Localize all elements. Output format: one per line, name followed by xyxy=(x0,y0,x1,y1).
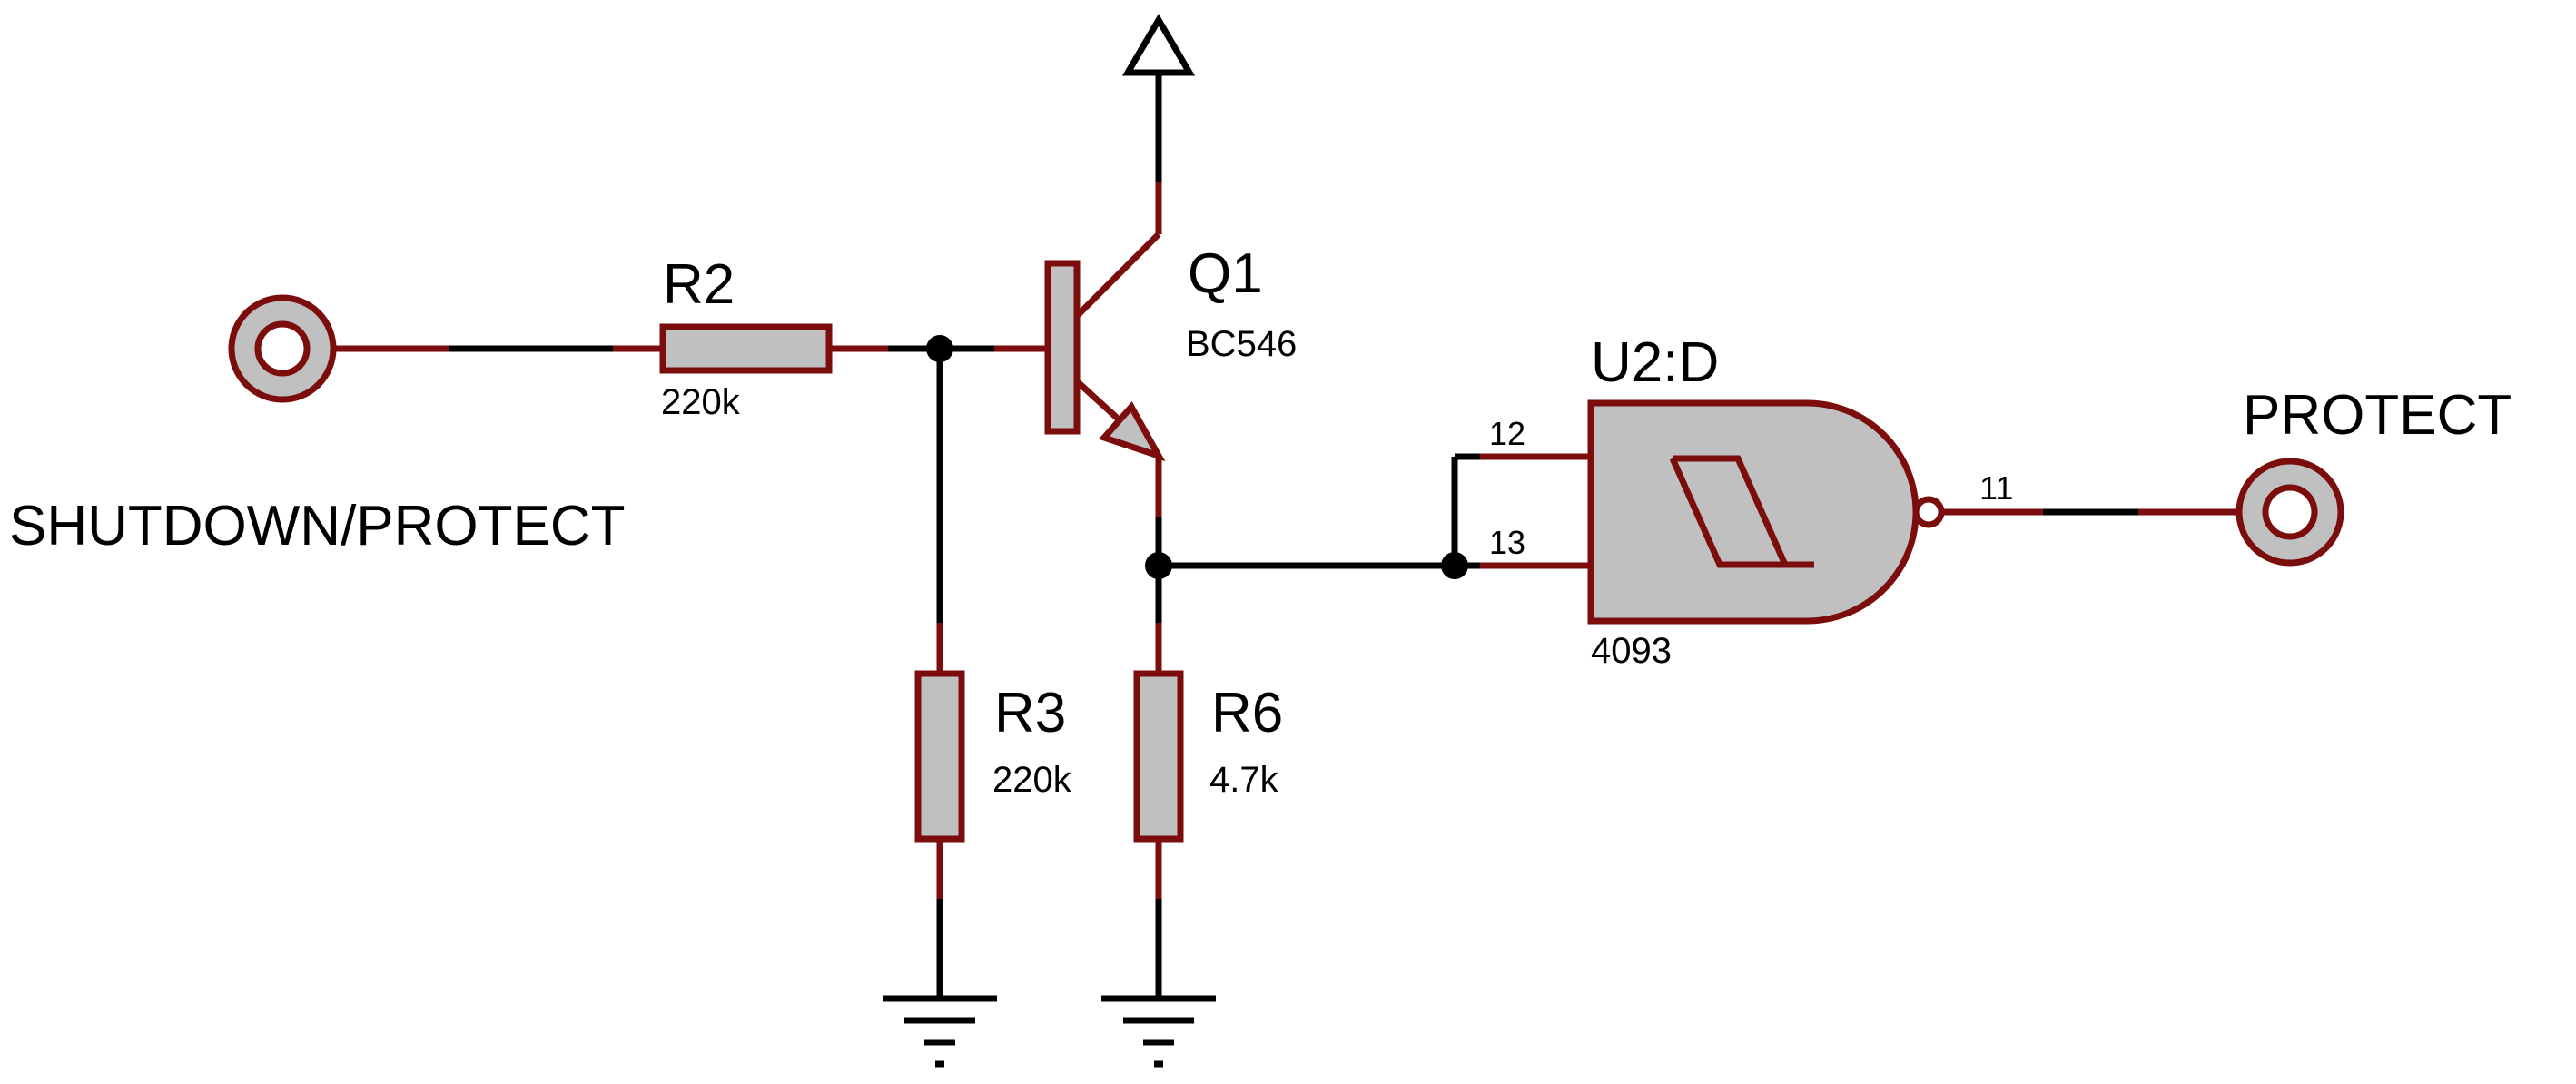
q1-base-bar xyxy=(1044,260,1081,435)
resistor-r2[interactable] xyxy=(613,323,888,374)
input-terminal[interactable] xyxy=(228,294,337,403)
terminal-inner-ring xyxy=(2262,484,2318,540)
r2-ref-label: R2 xyxy=(663,253,735,316)
u2d-part-label: 4093 xyxy=(1591,631,1672,671)
resistor-r6[interactable] xyxy=(1133,623,1184,899)
r3-value-label: 220k xyxy=(992,760,1072,800)
u2d-body xyxy=(1587,399,1920,625)
r2-body xyxy=(659,323,833,374)
ground-icon xyxy=(1101,995,1216,1068)
u2d-pin13-label: 13 xyxy=(1489,524,1525,561)
r6-value-label: 4.7k xyxy=(1209,760,1279,800)
output-terminal-label: PROTECT xyxy=(2243,384,2512,447)
u2d-pin12-label: 12 xyxy=(1489,415,1525,452)
q1-ref-label: Q1 xyxy=(1188,242,1263,305)
r3-body xyxy=(914,670,965,843)
nand-gate-u2d[interactable] xyxy=(1480,399,2043,625)
q1-collector-lead xyxy=(1074,232,1161,319)
ground-icon xyxy=(883,995,997,1068)
power-rail-arrow-icon xyxy=(1121,14,1196,76)
q1-part-label: BC546 xyxy=(1186,324,1297,364)
u2d-inverter-bubble xyxy=(1912,496,1945,528)
output-terminal[interactable] xyxy=(2235,458,2344,567)
r6-ref-label: R6 xyxy=(1211,682,1283,744)
q1-emitter-arrow-icon xyxy=(1098,400,1166,462)
u2d-pin11-label: 11 xyxy=(1979,469,2013,507)
schmitt-trigger-icon xyxy=(1669,455,1814,568)
input-terminal-label: SHUTDOWN/PROTECT xyxy=(9,495,626,557)
terminal-inner-ring xyxy=(254,320,311,377)
resistor-r3[interactable] xyxy=(914,623,965,899)
transistor-q1[interactable] xyxy=(1044,182,1166,517)
r3-ref-label: R3 xyxy=(994,682,1066,744)
r2-value-label: 220k xyxy=(661,382,741,422)
r6-body xyxy=(1133,670,1184,843)
u2d-ref-label: U2:D xyxy=(1591,331,1719,394)
